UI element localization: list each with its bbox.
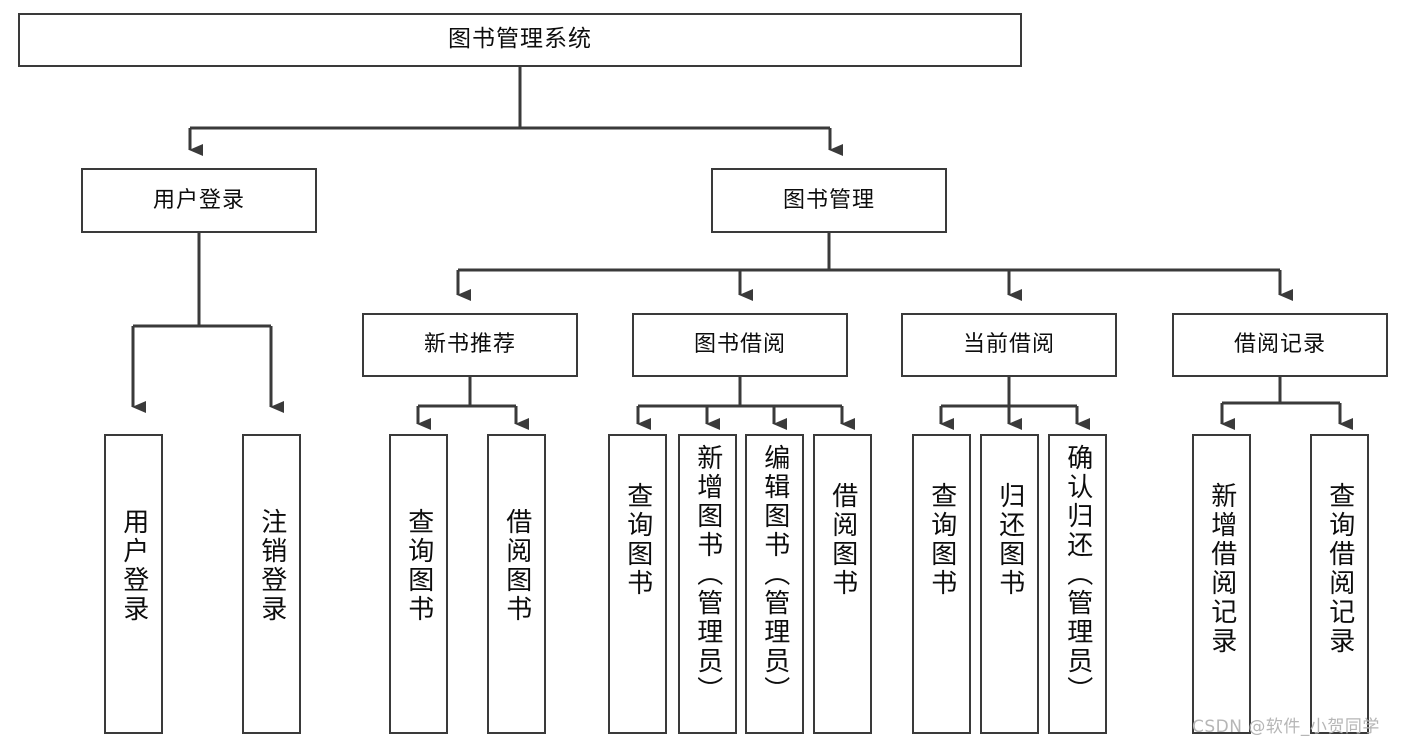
node-label: 注销登录 <box>256 508 287 624</box>
leaf-borrow-book-recommend[interactable]: 借阅图书 <box>487 434 546 734</box>
node-label: 查询图书 <box>926 482 957 598</box>
node-label: 当前借阅 <box>962 332 1055 358</box>
leaf-user-logout[interactable]: 注销登录 <box>242 434 301 734</box>
node-borrow-record[interactable]: 借阅记录 <box>1172 313 1388 377</box>
node-label: 用户登录 <box>118 508 149 624</box>
node-root-system[interactable]: 图书管理系统 <box>18 13 1022 67</box>
leaf-return-book[interactable]: 归还图书 <box>980 434 1039 734</box>
node-label: 图书借阅 <box>693 332 786 358</box>
node-label: 借阅图书 <box>827 482 858 598</box>
node-label: 查询图书 <box>403 508 434 624</box>
node-label: 新增借阅记录 <box>1206 482 1237 656</box>
node-label: 归还图书 <box>994 482 1025 598</box>
node-label: 编辑图书（管理员） <box>759 444 790 705</box>
leaf-borrow-book[interactable]: 借阅图书 <box>813 434 872 734</box>
node-label: 新增图书（管理员） <box>692 444 723 705</box>
leaf-query-borrow-record[interactable]: 查询借阅记录 <box>1310 434 1369 734</box>
leaf-query-book-borrow[interactable]: 查询图书 <box>608 434 667 734</box>
leaf-add-book-admin[interactable]: 新增图书（管理员） <box>678 434 737 734</box>
node-label: 借阅图书 <box>501 508 532 624</box>
node-label: 用户登录 <box>152 187 245 213</box>
leaf-confirm-return-admin[interactable]: 确认归还（管理员） <box>1048 434 1107 734</box>
leaf-edit-book-admin[interactable]: 编辑图书（管理员） <box>745 434 804 734</box>
node-label: 查询图书 <box>622 482 653 598</box>
node-label: 图书管理系统 <box>448 26 592 53</box>
node-label: 查询借阅记录 <box>1324 482 1355 656</box>
node-new-book-recommend[interactable]: 新书推荐 <box>362 313 578 377</box>
leaf-query-book-recommend[interactable]: 查询图书 <box>389 434 448 734</box>
node-current-borrow[interactable]: 当前借阅 <box>901 313 1117 377</box>
leaf-query-book-current[interactable]: 查询图书 <box>912 434 971 734</box>
node-book-management[interactable]: 图书管理 <box>711 168 947 233</box>
leaf-add-borrow-record[interactable]: 新增借阅记录 <box>1192 434 1251 734</box>
node-user-login[interactable]: 用户登录 <box>81 168 317 233</box>
node-label: 借阅记录 <box>1233 332 1326 358</box>
node-label: 确认归还（管理员） <box>1062 444 1093 705</box>
leaf-user-login[interactable]: 用户登录 <box>104 434 163 734</box>
node-book-borrow[interactable]: 图书借阅 <box>632 313 848 377</box>
node-label: 新书推荐 <box>423 332 516 358</box>
node-label: 图书管理 <box>782 187 875 213</box>
